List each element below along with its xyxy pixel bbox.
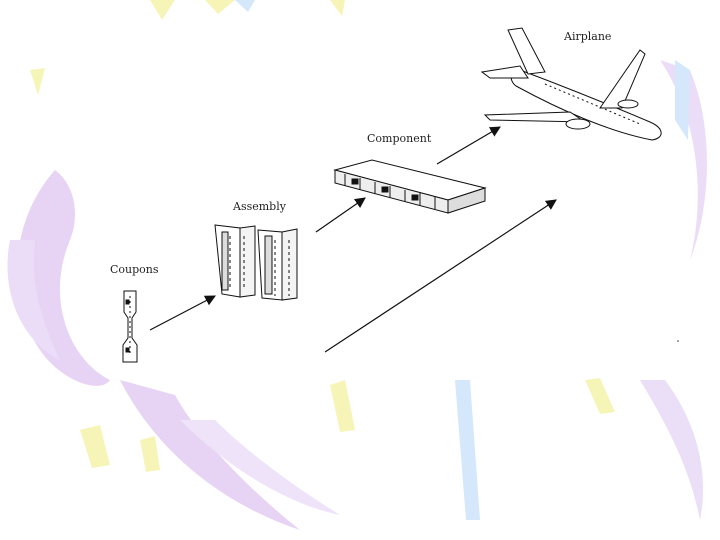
coupon-illustration <box>123 291 137 362</box>
bg-blade-yellow-top2 <box>205 0 235 14</box>
stage-label-assembly: Assembly <box>232 200 287 213</box>
bg-blade-yellow-mid <box>330 380 355 432</box>
stage-label-airplane: Airplane <box>563 30 611 43</box>
bg-blade-yellow-right <box>585 378 615 414</box>
stray-dot <box>677 340 679 342</box>
bg-blade-yellow-bottom2 <box>140 436 160 472</box>
bg-blade-blue-bottom <box>455 380 480 520</box>
stage-label-coupons: Coupons <box>110 263 159 276</box>
component-illustration <box>335 160 485 213</box>
arrow-assembly-to-component <box>316 198 365 232</box>
arrow-long-to-airplane <box>325 200 556 352</box>
airplane-illustration <box>482 28 661 140</box>
stage-label-component: Component <box>367 132 432 145</box>
bg-swirl-lavender-right-low <box>640 380 703 520</box>
bg-blade-yellow-top <box>150 0 175 20</box>
arrow-coupons-to-assembly <box>150 296 215 330</box>
assembly-illustration <box>215 225 297 300</box>
bg-blade-blue-top <box>235 0 255 12</box>
bg-blade-yellow-top3 <box>330 0 345 16</box>
bg-blade-yellow-bottom <box>80 425 110 468</box>
bg-blade-yellow-left <box>30 68 45 95</box>
arrow-component-to-airplane <box>437 127 500 164</box>
bg-blade-blue-right <box>675 60 690 140</box>
